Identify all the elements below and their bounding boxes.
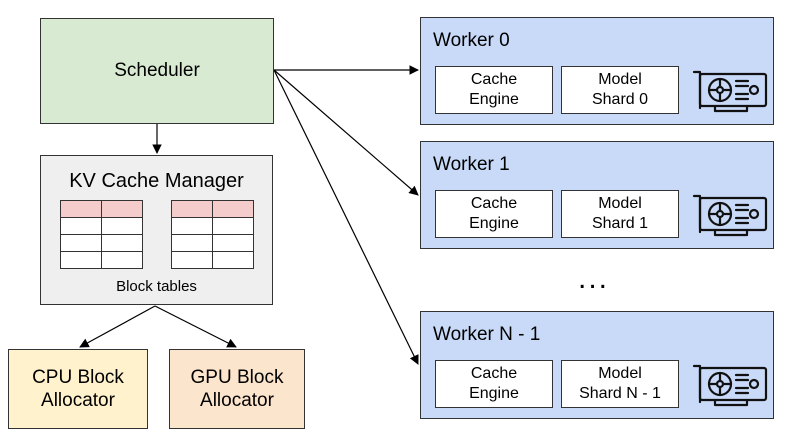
cache-engine-line-2: Engine — [469, 385, 519, 402]
cache-engine-line-1: Cache — [470, 365, 518, 382]
worker-0-title: Worker 0 — [433, 30, 510, 51]
kv-cache-manager-title: KV Cache Manager — [69, 170, 244, 192]
arrow-kv-to-gpu — [154, 305, 237, 348]
cpu-block-allocator-box: CPU Block Allocator — [8, 349, 148, 429]
cache-engine-line-2: Engine — [469, 215, 519, 232]
model-shard-line-1: Model — [598, 195, 642, 212]
model-shard-line-1: Model — [598, 71, 642, 88]
block-table-right — [171, 200, 254, 269]
model-shard-line-2: Shard N - 1 — [579, 385, 661, 402]
arrow-scheduler-to-worker-n — [273, 69, 419, 365]
gpu-block-allocator-box: GPU Block Allocator — [169, 349, 305, 429]
arrow-kv-to-cpu — [79, 305, 156, 348]
model-shard-line-1: Model — [598, 365, 642, 382]
block-table-left — [60, 200, 143, 269]
model-shard-line-2: Shard 0 — [591, 91, 649, 108]
worker-1-title: Worker 1 — [433, 154, 510, 175]
cpu-allocator-line-2: Allocator — [41, 390, 115, 411]
scheduler-box: Scheduler — [40, 18, 274, 124]
block-tables-label: Block tables — [116, 278, 197, 295]
gpu-allocator-line-2: Allocator — [200, 390, 274, 411]
gpu-card-icon — [692, 70, 768, 113]
arrow-scheduler-to-worker-1 — [273, 69, 419, 196]
ellipsis: ... — [578, 262, 610, 295]
gpu-allocator-line-1: GPU Block — [190, 367, 284, 388]
worker-n-minus-1-title: Worker N - 1 — [433, 324, 541, 345]
model-shard-line-2: Shard 1 — [591, 215, 649, 232]
cache-engine-line-2: Engine — [469, 91, 519, 108]
gpu-card-icon — [692, 194, 768, 237]
scheduler-label: Scheduler — [114, 60, 200, 81]
cache-engine-line-1: Cache — [470, 71, 518, 88]
gpu-card-icon — [692, 364, 768, 407]
cache-engine-line-1: Cache — [470, 195, 518, 212]
cpu-allocator-line-1: CPU Block — [32, 367, 124, 388]
kv-cache-manager-box: KV Cache Manager Block tables — [40, 155, 273, 305]
